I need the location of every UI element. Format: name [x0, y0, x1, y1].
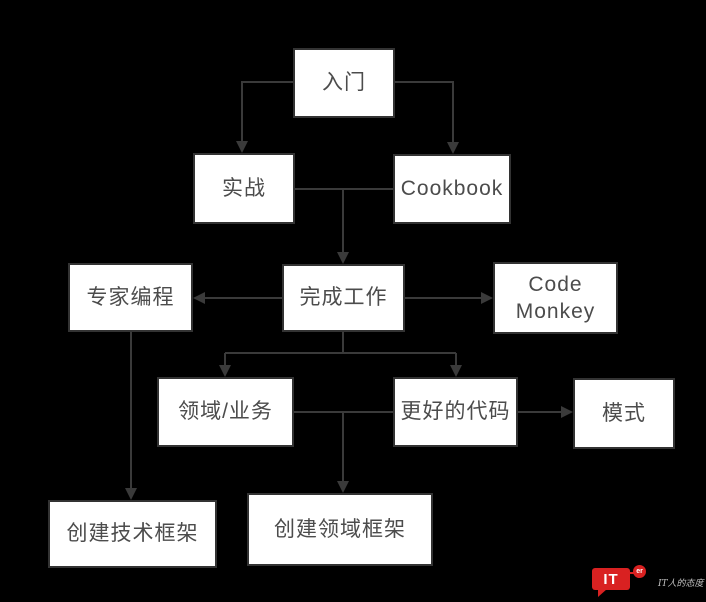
edge-practice-cookbook-getworkdone	[295, 188, 393, 264]
node-build-domain-framework: 创建领域框架	[247, 493, 433, 566]
node-build-tech-framework: 创建技术框架	[48, 500, 217, 568]
logo-er-badge: er	[633, 565, 646, 578]
node-get-work-done: 完成工作	[282, 264, 405, 332]
iter-logo: IT er IT人的态度	[592, 563, 706, 600]
edge-domainbusiness-bettercode-builddomainframework	[294, 411, 393, 493]
logo-speech-tail	[598, 589, 607, 597]
logo-dash	[629, 572, 635, 574]
edge-bettercode-patterns	[518, 406, 573, 418]
logo-tagline: IT人的态度	[658, 579, 704, 589]
node-domain-business: 领域/业务	[157, 377, 294, 447]
edge-gettingstarted-cookbook	[395, 81, 459, 154]
node-patterns: 模式	[573, 378, 675, 449]
node-code-monkey: Code Monkey	[493, 262, 618, 334]
edge-expertprogramming-buildtechframework	[125, 332, 137, 500]
node-expert-programming: 专家编程	[68, 263, 193, 332]
node-practice: 实战	[193, 153, 295, 224]
node-getting-started: 入门	[293, 48, 395, 118]
edge-getworkdone-codemonkey	[405, 292, 493, 304]
edge-getworkdone-expertprogramming	[193, 292, 282, 304]
edge-getworkdone-split	[219, 332, 462, 377]
node-better-code: 更好的代码	[393, 377, 518, 447]
logo-it-badge: IT	[592, 568, 630, 590]
edge-gettingstarted-practice	[236, 81, 293, 153]
node-cookbook: Cookbook	[393, 154, 511, 224]
